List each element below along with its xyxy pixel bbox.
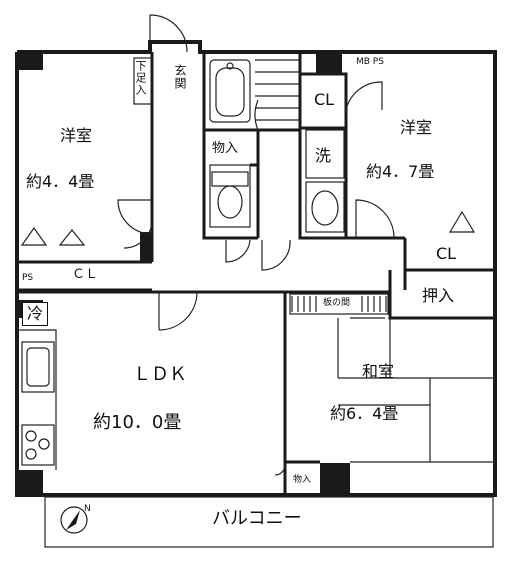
refrigerator-label: 冷 bbox=[22, 302, 49, 326]
oshiire-label: 押入 bbox=[422, 286, 455, 305]
compass-north-label: N bbox=[84, 504, 91, 514]
door-swings bbox=[20, 14, 476, 476]
shoe-box-label: 下足入 bbox=[134, 60, 147, 96]
western-right-size: 約4．7畳 bbox=[366, 162, 435, 181]
ps-left-label: PS bbox=[22, 273, 34, 283]
ldk-name: ＬＤＫ bbox=[133, 364, 187, 385]
closet-left-label: ＣＬ bbox=[72, 267, 99, 282]
washroom-label: 洗 bbox=[315, 146, 332, 165]
japanese-name: 和室 bbox=[362, 362, 395, 381]
closet-right-top-label: CL bbox=[314, 90, 335, 109]
japanese-size: 約6．4畳 bbox=[330, 404, 399, 423]
storage-hall-label: 物入 bbox=[212, 141, 239, 156]
western-right-name: 洋室 bbox=[400, 118, 433, 137]
closet-right-mid-label: CL bbox=[436, 244, 457, 263]
storage-ldk-label: 物入 bbox=[293, 475, 312, 485]
itanoma-label: 板の間 bbox=[321, 298, 353, 309]
mb-ps-label: MB PS bbox=[356, 57, 384, 67]
balcony-label: バルコニー bbox=[212, 508, 302, 529]
fixtures-lines bbox=[17, 57, 495, 548]
entrance-label: 玄関 bbox=[173, 64, 187, 90]
western-left-name: 洋室 bbox=[60, 126, 93, 145]
interior-walls bbox=[17, 52, 495, 495]
ldk-size: 約10．0畳 bbox=[93, 412, 182, 433]
western-left-size: 約4．4畳 bbox=[26, 172, 95, 191]
compass-icon bbox=[60, 506, 88, 534]
